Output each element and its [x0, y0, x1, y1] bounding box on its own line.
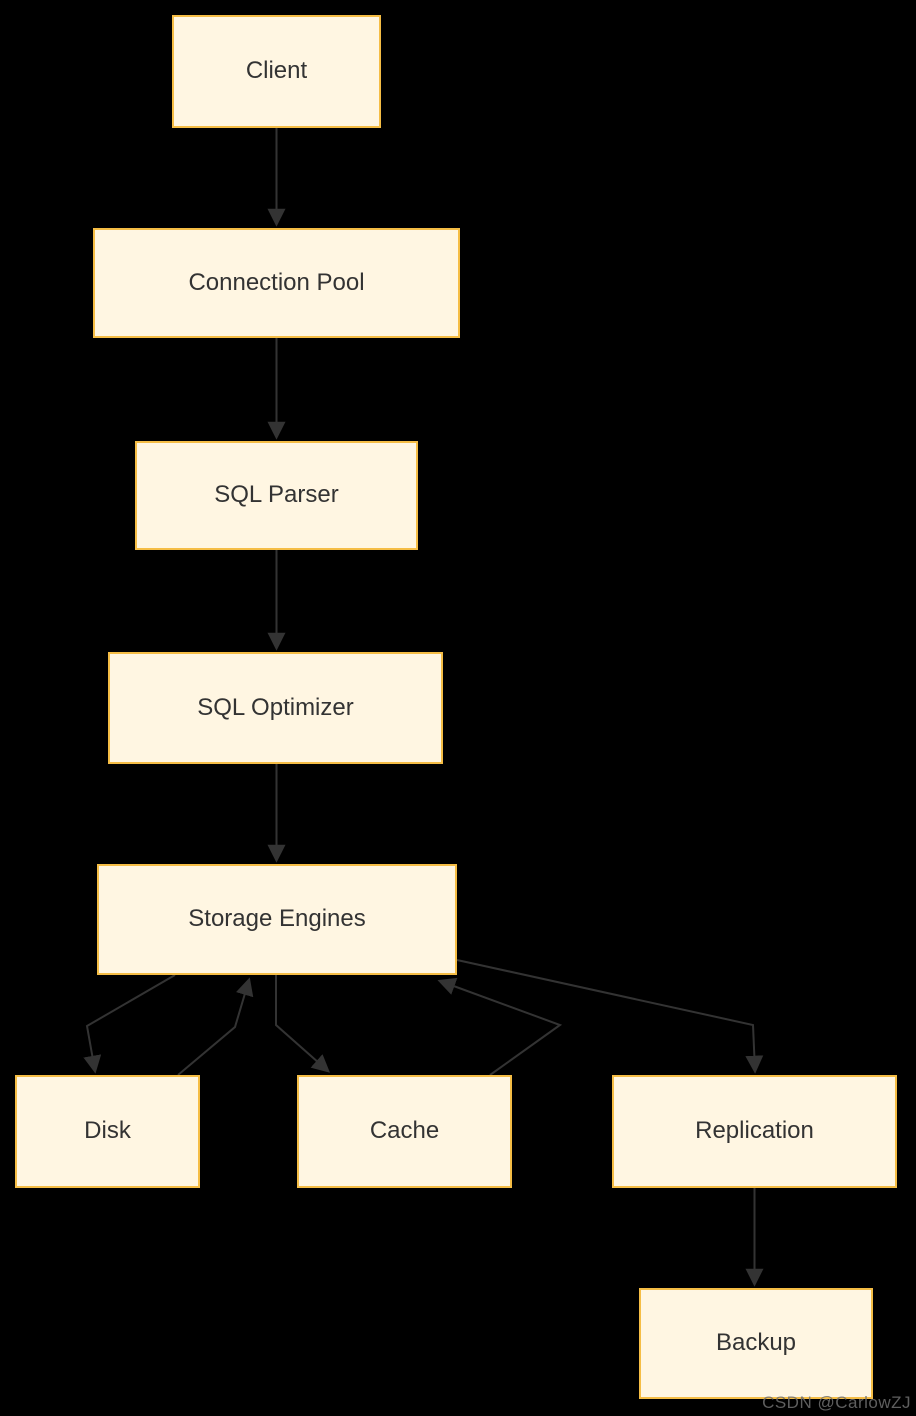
node-label-sql-parser: SQL Parser: [214, 481, 339, 509]
edge-disk-to-storage-engines: [177, 977, 254, 1076]
node-label-connection-pool: Connection Pool: [188, 268, 365, 296]
node-label-storage-engines: Storage Engines: [188, 905, 366, 933]
node-sql-optimizer: SQL Optimizer: [108, 652, 443, 764]
node-label-client: Client: [245, 57, 308, 85]
node-label-cache: Cache: [369, 1117, 440, 1145]
node-label-backup: Backup: [715, 1329, 797, 1357]
node-cache: Cache: [297, 1075, 512, 1188]
edge-storage-engines-to-cache: [275, 975, 331, 1073]
edge-storage-engines-to-disk: [83, 974, 176, 1074]
node-connection-pool: Connection Pool: [93, 228, 460, 338]
node-label-disk: Disk: [84, 1117, 131, 1145]
node-label-replication: Replication: [695, 1117, 814, 1145]
watermark: CSDN @CarlowZJ: [762, 1393, 911, 1412]
edge-storage-engines-to-replication: [456, 959, 764, 1074]
node-client: Client: [172, 15, 381, 128]
node-sql-parser: SQL Parser: [135, 441, 418, 550]
node-replication: Replication: [612, 1075, 897, 1188]
node-storage-engines: Storage Engines: [97, 864, 457, 975]
edge-cache-to-storage-engines: [437, 977, 563, 1076]
node-backup: Backup: [639, 1288, 873, 1399]
node-label-sql-optimizer: SQL Optimizer: [197, 693, 354, 721]
node-disk: Disk: [15, 1075, 200, 1188]
